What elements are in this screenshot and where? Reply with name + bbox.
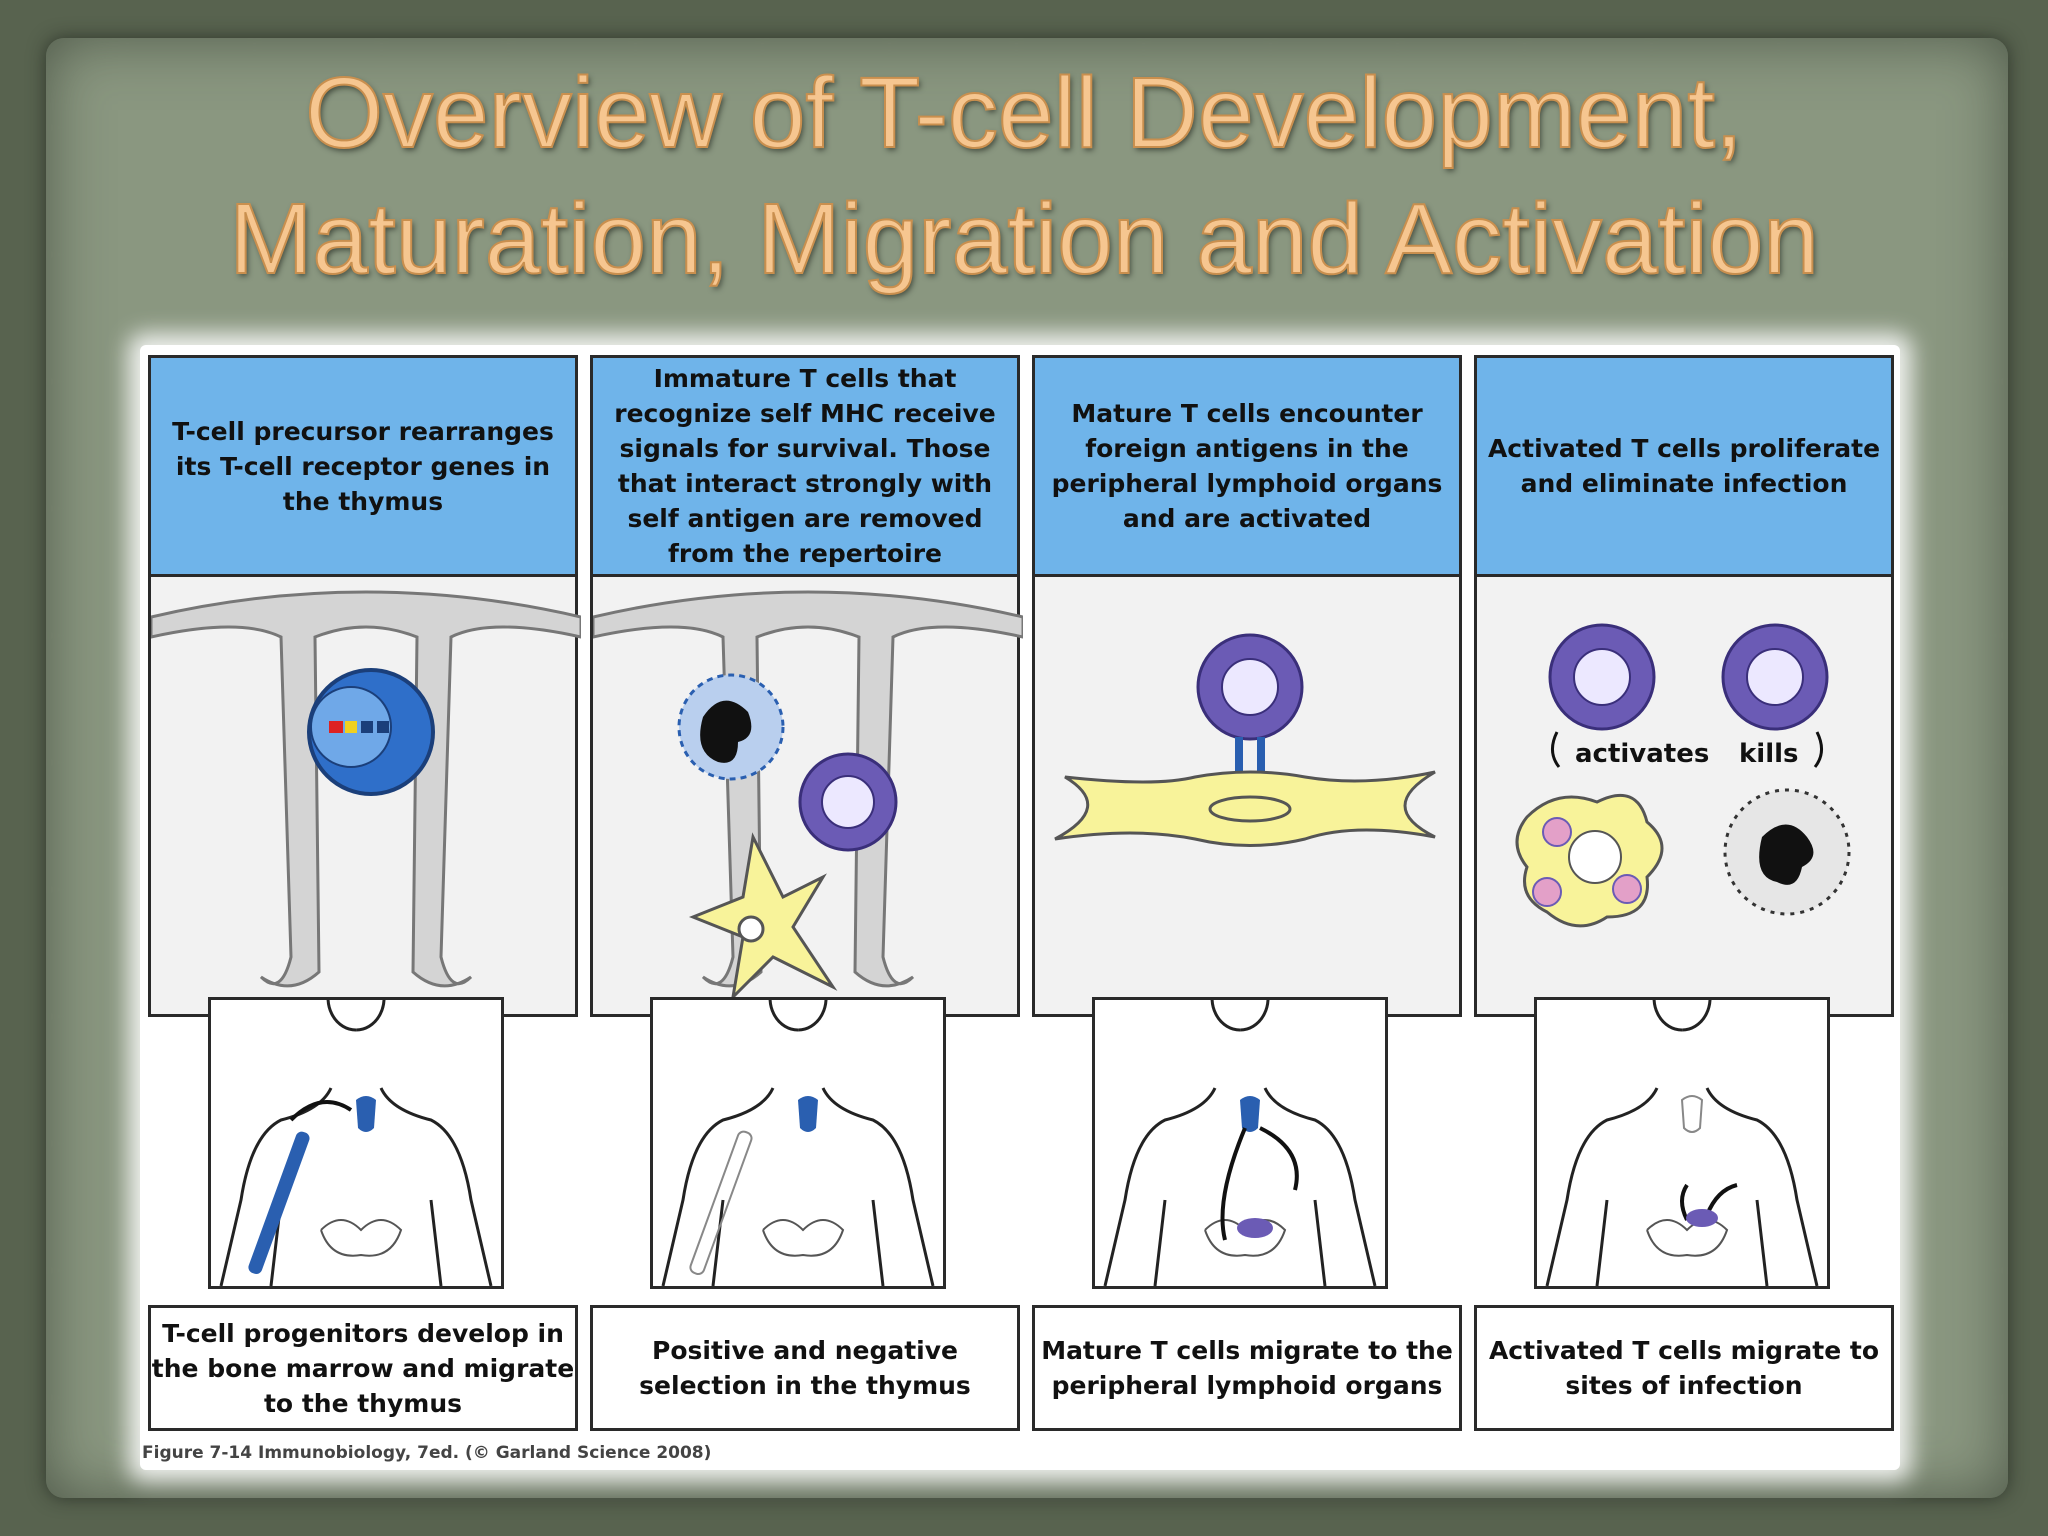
activates-label: activates (1575, 739, 1709, 769)
t-cell-nucleus (821, 775, 875, 829)
panel-3-body-map (1092, 997, 1388, 1289)
panel-4-footer: Activated T cells migrate to sites of in… (1474, 1305, 1894, 1431)
gene-segment-blue-2 (377, 721, 389, 733)
panel-3-footer-text: Mature T cells migrate to the peripheral… (1041, 1336, 1453, 1400)
title-line-1: Overview of T-cell Development, (304, 56, 1744, 170)
migration-arrow (289, 1100, 353, 1122)
panel-4-body-map (1534, 997, 1830, 1289)
body-outline-1 (219, 1000, 493, 1286)
thymic-epithelium (151, 590, 581, 988)
dendritic-cell (688, 832, 838, 1002)
figure-caption: Figure 7-14 Immunobiology, 7ed. (© Garla… (142, 1443, 712, 1463)
title-line-2: Maturation, Migration and Activation (228, 182, 1820, 296)
panel-3-header-text: Mature T cells encounter foreign antigen… (1051, 399, 1443, 533)
panel-2-illustration (590, 577, 1023, 1017)
panel-1-header-text: T-cell precursor rearranges its T-cell r… (172, 416, 554, 516)
gene-segment-yellow (345, 721, 357, 733)
bone-marrow (248, 1131, 310, 1274)
panel-1-body-map (208, 997, 504, 1289)
panel-2-header-text: Immature T cells that recognize self MHC… (614, 364, 996, 568)
panel-2-footer-text: Positive and negative selection in the t… (639, 1336, 971, 1400)
kills-label: kills (1739, 739, 1799, 769)
t-cell-diagram: T-cell precursor rearranges its T-cell r… (140, 345, 1900, 1470)
panel-4-illustration: activates kills (1474, 577, 1894, 1017)
panel-2-header: Immature T cells that recognize self MHC… (590, 355, 1020, 577)
thymus-stroma-scene (151, 590, 581, 988)
panel-2-footer: Positive and negative selection in the t… (590, 1305, 1020, 1431)
body-outline-4 (1545, 1000, 1819, 1286)
body-outline-2 (661, 1000, 935, 1286)
panel-4-footer-text: Activated T cells migrate to sites of in… (1488, 1336, 1880, 1400)
panel-2-body-map (650, 997, 946, 1289)
gene-segment-blue-1 (361, 721, 373, 733)
kills-arrow (1813, 731, 1823, 768)
effector-scene: activates kills (1515, 623, 1851, 928)
panel-3-header: Mature T cells encounter foreign antigen… (1032, 355, 1462, 577)
panel-4-header: Activated T cells proliferate and elimin… (1474, 355, 1894, 577)
selection-scene (593, 590, 1023, 1002)
panel-1-footer-text: T-cell progenitors develop in the bone m… (151, 1318, 575, 1418)
slide-title: Overview of T-cell Development, Maturati… (0, 50, 2048, 302)
migration-arrows-3 (1220, 1126, 1299, 1241)
thymus-organ-2 (798, 1096, 818, 1132)
fragmented-nucleus (700, 700, 752, 763)
thymus-organ (356, 1096, 376, 1132)
activation-scene (1054, 633, 1436, 847)
panel-1-illustration (148, 577, 581, 1017)
gene-segment-red (329, 721, 343, 733)
body-outline-3 (1103, 1000, 1377, 1286)
panel-4-header-text: Activated T cells proliferate and elimin… (1487, 434, 1881, 498)
activates-arrow (1551, 731, 1561, 768)
panel-1-footer: T-cell progenitors develop in the bone m… (148, 1305, 578, 1431)
panel-3-footer: Mature T cells migrate to the peripheral… (1032, 1305, 1462, 1431)
thymic-epithelium-2 (593, 590, 1023, 988)
mature-t-cell-nucleus (1221, 658, 1279, 716)
panel-1-header: T-cell precursor rearranges its T-cell r… (148, 355, 578, 577)
panel-3-illustration (1032, 577, 1462, 1017)
thymus-organ-3 (1240, 1096, 1260, 1132)
